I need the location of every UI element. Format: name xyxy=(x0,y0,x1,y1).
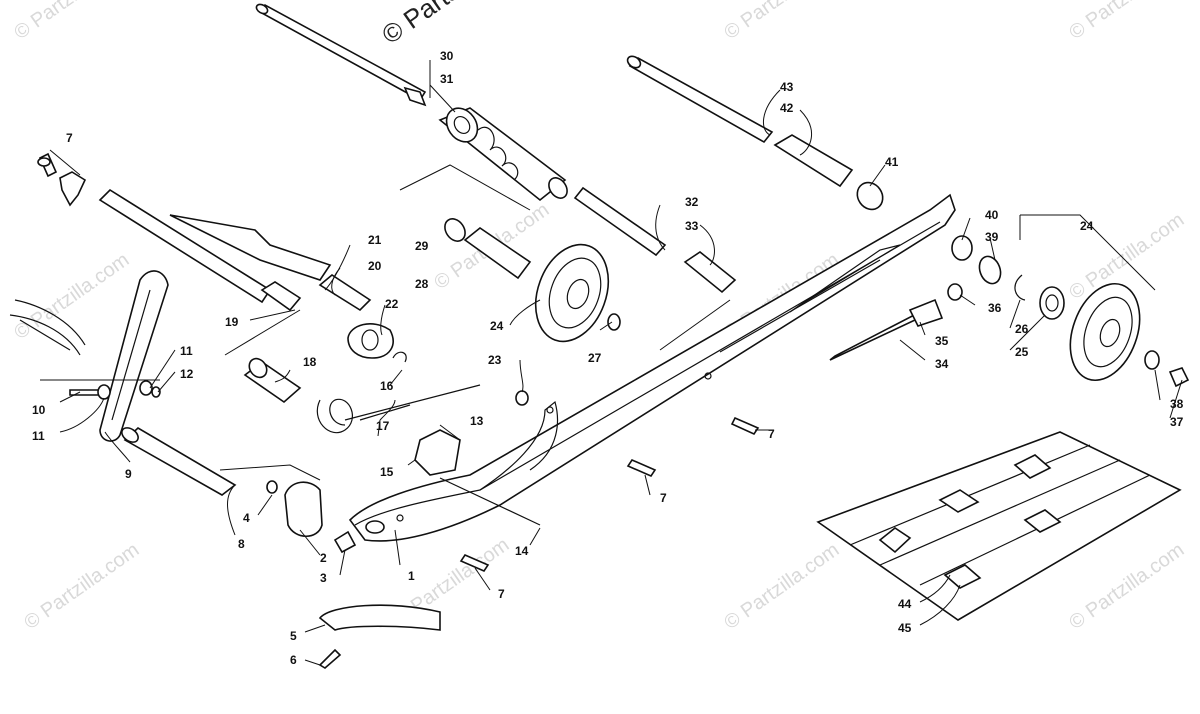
rear-bumper-part xyxy=(266,480,357,554)
callout-5: 5 xyxy=(290,629,297,643)
lever-arm xyxy=(99,270,169,442)
idler-wheel-right xyxy=(829,235,1190,388)
callout-34: 34 xyxy=(935,357,949,371)
callout-23: 23 xyxy=(488,353,502,367)
callout-29: 29 xyxy=(415,239,429,253)
callout-2: 2 xyxy=(320,551,327,565)
callout-12: 12 xyxy=(180,367,194,381)
callout-28: 28 xyxy=(415,277,429,291)
callout-7-mid: 7 xyxy=(660,491,667,505)
callout-36: 36 xyxy=(988,301,1002,315)
rear-axle-8 xyxy=(121,427,237,496)
shaft-42-43 xyxy=(626,55,884,211)
callout-3: 3 xyxy=(320,571,327,585)
callout-13: 13 xyxy=(470,414,484,428)
front-arm-assembly xyxy=(37,152,372,312)
slide-wear-strip xyxy=(318,604,441,669)
callout-43: 43 xyxy=(780,80,794,94)
callout-14: 14 xyxy=(515,544,529,558)
callout-24: 24 xyxy=(1080,219,1094,233)
callout-31: 31 xyxy=(440,72,454,86)
watermark: © Partzilla.com xyxy=(10,0,133,44)
callout-26: 26 xyxy=(1015,322,1029,336)
watermark: © Partzilla.com xyxy=(10,249,133,344)
watermark: © Partzilla.com xyxy=(20,539,143,634)
drive-track xyxy=(816,431,1182,621)
bushing-22 xyxy=(347,323,407,363)
callout-44: 44 xyxy=(898,597,912,611)
watermark: © Partzilla.com xyxy=(1065,539,1188,634)
callout-38: 38 xyxy=(1170,397,1184,411)
callout-33: 33 xyxy=(685,219,699,233)
callout-21: 21 xyxy=(368,233,382,247)
slide-rail xyxy=(348,193,956,542)
sleeve-28 xyxy=(444,218,532,280)
callout-45: 45 xyxy=(898,621,912,635)
callout-15: 15 xyxy=(380,465,394,479)
watermark-top: © Parts xyxy=(376,0,465,50)
callout-7-bottom: 7 xyxy=(498,587,505,601)
callout-32: 32 xyxy=(685,195,699,209)
callout-8: 8 xyxy=(238,537,245,551)
watermark: © Partzilla.com xyxy=(720,0,843,44)
hardware xyxy=(69,298,944,573)
callout-30: 30 xyxy=(440,49,454,63)
callout-4: 4 xyxy=(243,511,250,525)
callout-19: 19 xyxy=(225,315,239,329)
callout-11: 11 xyxy=(32,429,45,443)
callout-11-top: 11 xyxy=(180,344,193,358)
left-rail-fragment xyxy=(9,299,86,356)
callout-22: 22 xyxy=(385,297,399,311)
callout-1: 1 xyxy=(408,569,415,583)
shaft-32-33 xyxy=(573,186,737,294)
callout-7: 7 xyxy=(66,131,73,145)
callout-25: 25 xyxy=(1015,345,1029,359)
slide-block xyxy=(414,429,541,526)
callout-41: 41 xyxy=(885,155,899,169)
upper-shaft-assembly xyxy=(255,3,568,202)
callout-9: 9 xyxy=(125,467,132,481)
callout-42: 42 xyxy=(780,101,794,115)
torsion-spring xyxy=(243,357,481,434)
callout-18: 18 xyxy=(303,355,317,369)
callout-20: 20 xyxy=(368,259,382,273)
callout-39: 39 xyxy=(985,230,999,244)
callout-16: 16 xyxy=(380,379,394,393)
watermark: © Partzilla.com xyxy=(1065,0,1188,44)
callout-10: 10 xyxy=(32,403,46,417)
callout-40: 40 xyxy=(985,208,999,222)
callout-27: 27 xyxy=(588,351,602,365)
watermark: © Partzilla.com xyxy=(720,539,843,634)
idler-wheel-left xyxy=(534,243,621,343)
callout-35: 35 xyxy=(935,334,949,348)
leader-lines xyxy=(40,60,1183,666)
callout-7-right: 7 xyxy=(768,427,775,441)
callout-6: 6 xyxy=(290,653,297,667)
callout-labels: 7 30 31 43 42 41 40 39 24 32 33 21 20 29… xyxy=(32,49,1184,667)
callout-24-left: 24 xyxy=(490,319,504,333)
callout-17: 17 xyxy=(376,419,390,433)
callout-37: 37 xyxy=(1170,415,1184,429)
